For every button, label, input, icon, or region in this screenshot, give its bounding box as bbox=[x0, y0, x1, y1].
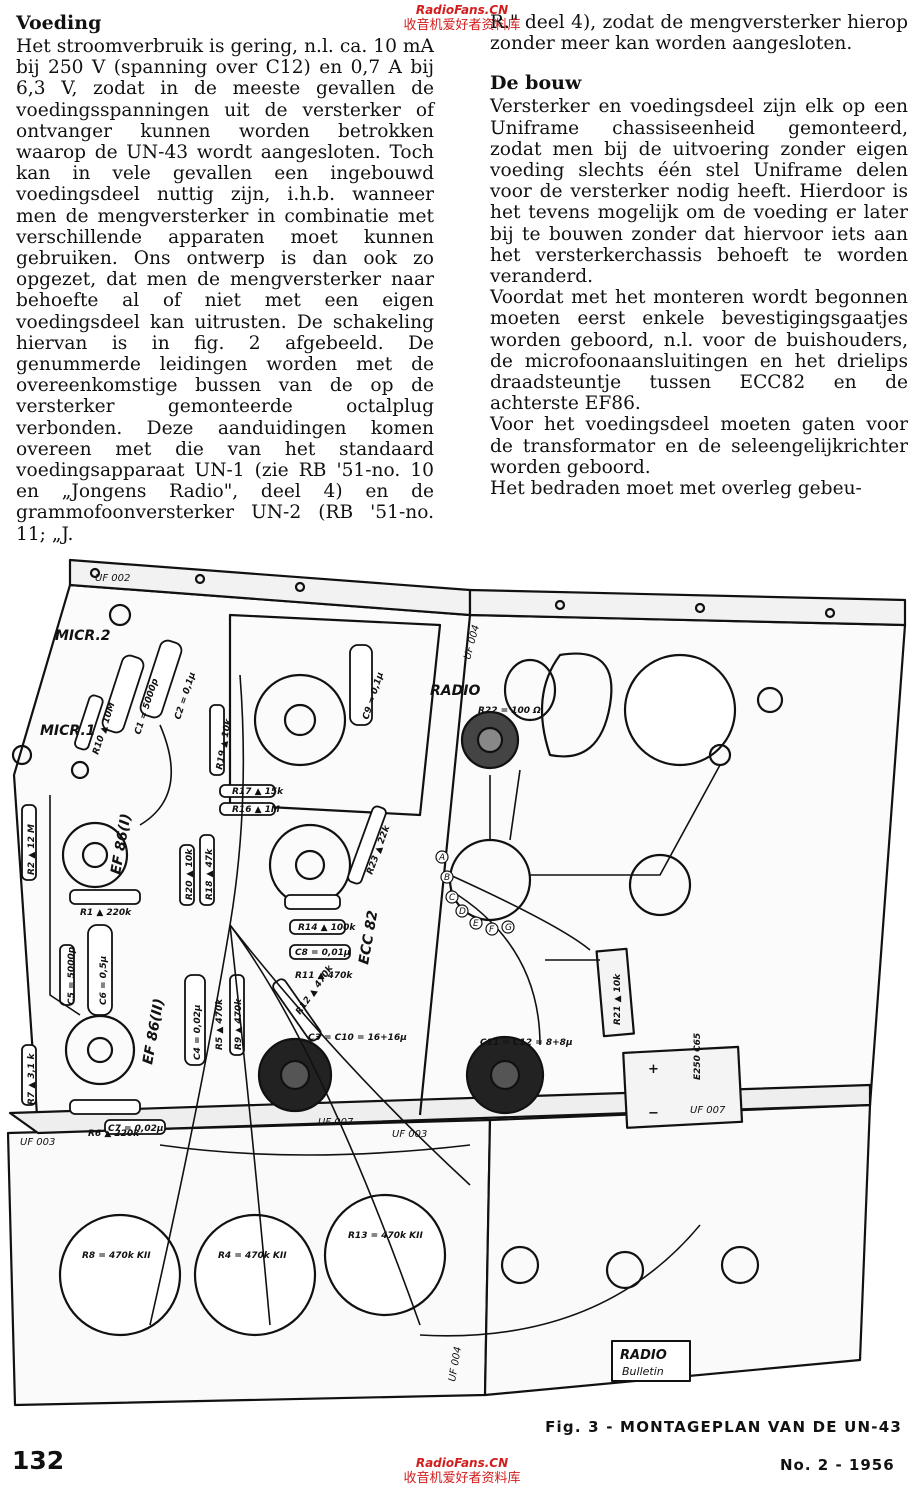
octal-pin-label: G bbox=[505, 923, 512, 933]
inner-panel bbox=[228, 613, 442, 817]
page-number: 132 bbox=[12, 1446, 65, 1475]
label-uf003: UF 003 bbox=[20, 1137, 55, 1148]
label-r13-pot: R13 = 470k KII bbox=[348, 1231, 423, 1241]
label-c6: C6 = 0,5µ bbox=[99, 955, 109, 1005]
stamp-bulletin: Bulletin bbox=[622, 1365, 664, 1378]
label-c11: C11 = C12 = 8+8µ bbox=[480, 1038, 573, 1048]
mic1-socket bbox=[11, 744, 33, 766]
label-plus: + bbox=[648, 1062, 659, 1077]
figure-caption: Fig. 3 - MONTAGEPLAN VAN DE UN-43 bbox=[545, 1418, 902, 1436]
bouw-paragraph: Voor het voedingsdeel moeten gaten voor … bbox=[490, 414, 908, 478]
watermark-top: RadioFans.CN 收音机爱好者资料库 bbox=[382, 2, 542, 34]
label-radio: RADIO bbox=[430, 683, 480, 699]
label-r16: R16 ▲ 1M bbox=[232, 805, 280, 815]
octal-pin bbox=[445, 890, 459, 904]
label-r17: R17 ▲ 15k bbox=[232, 787, 284, 797]
stamp-radio: RADIO bbox=[620, 1348, 667, 1363]
label-c4: C4 = 0,02µ bbox=[193, 1004, 203, 1060]
watermark-site: RadioFans.CN bbox=[415, 1456, 509, 1470]
watermark-site: RadioFans.CN bbox=[415, 3, 509, 17]
label-r6: R6 ▲ 220k bbox=[88, 1129, 140, 1139]
label-r18: R18 ▲ 47k bbox=[205, 848, 215, 900]
label-r8-pot: R8 = 470k KII bbox=[82, 1251, 151, 1261]
left-column: Voeding Het stroomverbruik is gering, n.… bbox=[16, 12, 434, 545]
label-c5: C5 = 5000p bbox=[67, 946, 77, 1005]
label-r14: R14 ▲ 100k bbox=[298, 923, 356, 933]
potentiometer-r13 bbox=[323, 1193, 447, 1317]
potentiometer-r8 bbox=[58, 1213, 182, 1337]
label-r11: R11 ▲ 470k bbox=[295, 971, 353, 981]
label-r4-pot: R4 = 470k KII bbox=[218, 1251, 287, 1261]
octal-pin-label: B bbox=[444, 873, 450, 883]
section-heading-voeding: Voeding bbox=[16, 12, 102, 34]
continuation-paragraph: R." deel 4), zodat de mengversterker hie… bbox=[490, 12, 908, 55]
label-c3: C3 = C10 = 16+16µ bbox=[308, 1033, 407, 1043]
octal-pin bbox=[440, 870, 454, 884]
mic2-socket bbox=[108, 603, 132, 627]
label-r5: R5 ▲ 470k bbox=[215, 998, 225, 1050]
issue-number: No. 2 - 1956 bbox=[780, 1456, 895, 1474]
watermark-text: 收音机爱好者资料库 bbox=[403, 1471, 521, 1486]
octal-pin-label: E bbox=[473, 919, 479, 929]
octal-pin bbox=[469, 916, 483, 930]
octal-pin bbox=[435, 850, 449, 864]
potentiometer-r4 bbox=[193, 1213, 317, 1337]
octal-pin-label: A bbox=[438, 853, 445, 863]
label-r1: R1 ▲ 220k bbox=[80, 908, 132, 918]
voeding-paragraph: Het stroomverbruik is gering, n.l. ca. 1… bbox=[16, 36, 434, 545]
octal-pin bbox=[501, 920, 515, 934]
label-r22: R22 = 100 Ω bbox=[478, 706, 541, 716]
label-rectifier: E250 C65 bbox=[693, 1033, 703, 1080]
section-heading-bouw: De bouw bbox=[490, 72, 582, 95]
label-r2: R2 ▲ 12 M bbox=[27, 824, 37, 875]
transformer-hole bbox=[623, 653, 737, 767]
ef86-upper-socket bbox=[253, 673, 347, 767]
label-minus: − bbox=[648, 1106, 659, 1121]
right-column: R." deel 4), zodat de mengversterker hie… bbox=[490, 12, 908, 499]
label-micr2: MICR.2 bbox=[55, 628, 111, 644]
label-r20: R20 ▲ 10k bbox=[185, 848, 195, 900]
octal-pin-label: D bbox=[459, 907, 466, 917]
right-top-flange bbox=[468, 588, 907, 627]
bouw-paragraph: Het bedraden moet met overleg gebeu- bbox=[490, 478, 862, 500]
label-c8: C8 = 0,01µ bbox=[295, 948, 351, 958]
hole-large bbox=[503, 658, 557, 722]
ef86-1-socket bbox=[61, 821, 129, 889]
label-uf007-b: UF 007 bbox=[690, 1105, 726, 1116]
wiring-diagram: UF 002 UF 004 UF 004 UF 003 UF 003 UF 00… bbox=[6, 558, 907, 1407]
ef86-2-socket bbox=[64, 1014, 136, 1086]
bouw-paragraph: Versterker en voedingsdeel zijn elk op e… bbox=[490, 96, 908, 288]
label-uf002: UF 002 bbox=[95, 573, 130, 584]
label-r21: R21 ▲ 10k bbox=[613, 973, 623, 1025]
octal-pin bbox=[455, 904, 469, 918]
selenium-rectifier bbox=[622, 1045, 744, 1129]
bouw-paragraph: Voordat met het monteren wordt begonnen … bbox=[490, 287, 908, 415]
label-c7: C7 = 0,02µ bbox=[108, 1124, 164, 1134]
watermark-text: 收音机爱好者资料库 bbox=[403, 18, 521, 33]
label-uf007: UF 007 bbox=[318, 1117, 354, 1128]
octal-pin-label: F bbox=[489, 925, 495, 935]
label-micr1: MICR.1 bbox=[40, 723, 96, 739]
radio-bulletin-stamp bbox=[611, 1340, 691, 1382]
label-r9: R9 ▲ 470k bbox=[234, 998, 244, 1050]
label-r7: R7 ▲ 3,1 k bbox=[27, 1053, 37, 1105]
octal-pin-label: C bbox=[449, 893, 456, 903]
watermark-bottom: RadioFans.CN 收音机爱好者资料库 bbox=[382, 1455, 542, 1487]
octal-pin bbox=[485, 922, 499, 936]
label-uf003-b: UF 003 bbox=[392, 1129, 427, 1140]
